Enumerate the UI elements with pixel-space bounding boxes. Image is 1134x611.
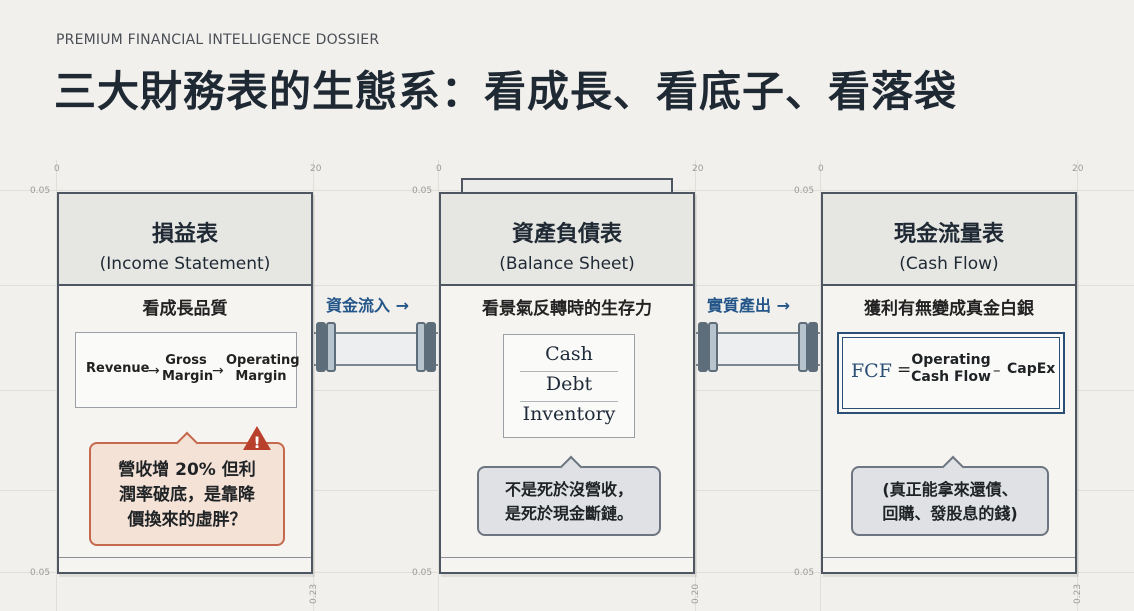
panel-header: 損益表 (Income Statement) (59, 194, 311, 286)
tick-label: 0.20 (691, 583, 701, 604)
grid-line (820, 160, 821, 611)
arrow-icon: → (212, 363, 224, 379)
panel-title-en: (Balance Sheet) (499, 254, 635, 274)
tick-label: 20 (1072, 164, 1084, 174)
tick-label: 0.05 (30, 568, 51, 578)
revenue-label: Revenue (86, 361, 150, 376)
arrow-icon: → (148, 363, 160, 379)
svg-text:!: ! (253, 433, 260, 452)
pipe-connector (696, 322, 820, 372)
income-statement-panel: 損益表 (Income Statement) 看成長品質 Revenue → G… (57, 192, 313, 574)
panel-subtitle: 獲利有無變成真金白銀 (864, 299, 1034, 319)
tick-label: 20 (310, 164, 322, 174)
inventory-item: Inventory (522, 403, 616, 425)
balance-sheet-panel: 資產負債表 (Balance Sheet) 看景氣反轉時的生存力 Cash De… (439, 192, 695, 574)
panel-title: 損益表 (151, 222, 218, 247)
tick-label: 0.23 (1073, 583, 1083, 604)
grid-line (1077, 160, 1078, 611)
panel-subtitle: 看成長品質 (142, 299, 228, 319)
panel-subtitle: 看景氣反轉時的生存力 (482, 299, 652, 319)
fcf-label: FCF (851, 360, 892, 382)
capex-label: CapEx (1007, 361, 1056, 377)
grid-line (56, 160, 57, 611)
tick-label: 0.05 (412, 186, 433, 196)
tick-label: 0 (436, 164, 442, 174)
panel-title-en: (Income Statement) (99, 254, 271, 274)
tick-label: 0.05 (794, 568, 815, 578)
tick-label: 0 (818, 164, 824, 174)
cash-flow-panel: 現金流量表 (Cash Flow) 獲利有無變成真金白銀 FCF = Opera… (821, 192, 1077, 574)
minus-sign: – (993, 361, 1001, 379)
panel-header: 資產負債表 (Balance Sheet) (441, 194, 693, 286)
panel-header: 現金流量表 (Cash Flow) (823, 194, 1075, 286)
grid-line (313, 160, 314, 611)
tick-label: 20 (692, 164, 704, 174)
kicker-text: PREMIUM FINANCIAL INTELLIGENCE DOSSIER (56, 32, 380, 48)
cash-item: Cash (545, 343, 593, 365)
grid-line (695, 160, 696, 611)
debt-item: Debt (545, 373, 593, 395)
equals-sign: = (897, 360, 912, 380)
grid-line (438, 160, 439, 611)
insight-callout: 不是死於沒營收， 是死於現金斷鏈。 (477, 455, 661, 536)
panel-title-en: (Cash Flow) (899, 254, 999, 274)
warning-callout: 營收增 20% 但利 潤率破底，是靠降 價換來的虛胖？ (89, 431, 285, 546)
tick-label: 0.23 (309, 583, 319, 604)
tick-label: 0.05 (30, 186, 51, 196)
page-title: 三大財務表的生態系：看成長、看底子、看落袋 (54, 67, 958, 116)
panel-title: 資產負債表 (511, 222, 622, 247)
tick-label: 0.05 (412, 568, 433, 578)
insight-callout: (真正能拿來還債、 回購、發股息的錢) (851, 455, 1049, 536)
tick-label: 0 (54, 164, 60, 174)
warning-icon: ! (243, 426, 271, 452)
tick-label: 0.05 (794, 186, 815, 196)
balance-items-box: Cash Debt Inventory (503, 334, 635, 438)
panel-title: 現金流量表 (893, 222, 1004, 247)
flow-label-real-output: 實質產出 → (707, 296, 790, 315)
pipe-connector (314, 322, 438, 372)
flow-label-capital-in: 資金流入 → (326, 296, 409, 315)
folder-tab (461, 178, 673, 194)
